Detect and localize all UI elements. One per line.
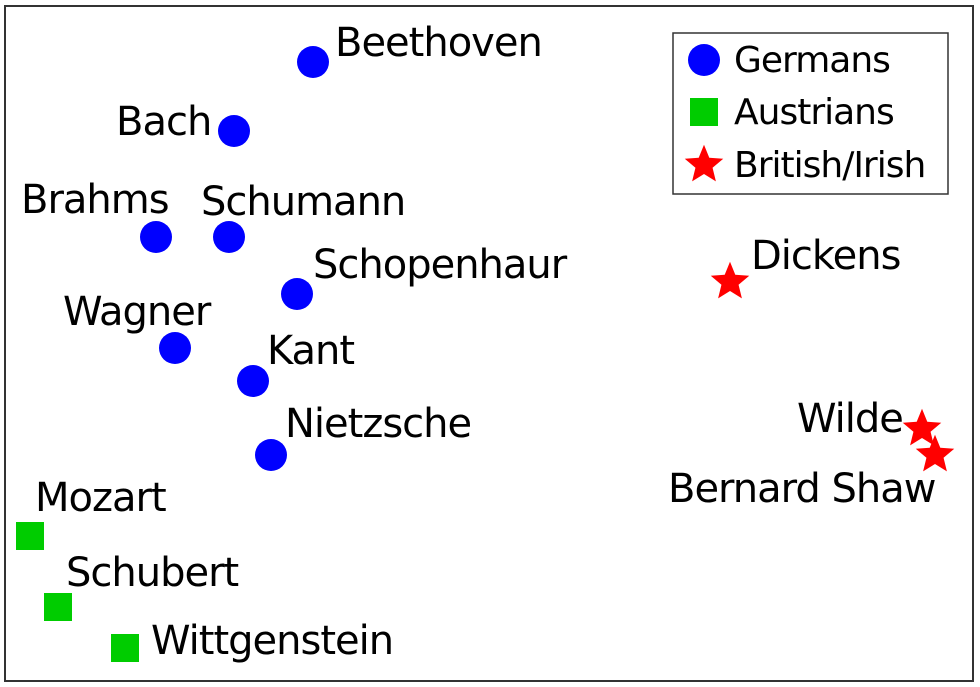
- label-dickens: Dickens: [751, 233, 900, 279]
- label-wilde: Wilde: [797, 396, 903, 442]
- label-wittgenstein: Wittgenstein: [151, 618, 393, 664]
- label-kant: Kant: [267, 328, 354, 374]
- point-mozart: [16, 522, 44, 550]
- point-schumann: [213, 221, 245, 253]
- point-dickens: [710, 261, 750, 299]
- label-schubert: Schubert: [66, 550, 239, 596]
- label-wagner: Wagner: [63, 289, 212, 335]
- label-schopenhaur: Schopenhaur: [313, 242, 568, 288]
- point-brahms: [140, 221, 172, 253]
- point-wittgenstein: [111, 634, 139, 662]
- point-wagner: [159, 332, 191, 364]
- legend-label-british-irish: British/Irish: [734, 145, 925, 186]
- points-layer: [16, 46, 955, 662]
- point-bernard-shaw: [915, 434, 955, 472]
- point-schubert: [44, 593, 72, 621]
- label-brahms: Brahms: [21, 177, 169, 223]
- point-kant: [237, 365, 269, 397]
- label-bernard-shaw: Bernard Shaw: [668, 466, 936, 512]
- legend-item-austrians: Austrians: [690, 92, 895, 133]
- legend-item-british-irish: British/Irish: [684, 144, 926, 186]
- legend-marker-austrians: [690, 98, 718, 126]
- legend-marker-germans: [688, 44, 720, 76]
- label-nietzsche: Nietzsche: [285, 401, 471, 447]
- legend-marker-british-irish: [684, 144, 724, 182]
- legend-item-germans: Germans: [688, 40, 891, 81]
- legend-label-germans: Germans: [734, 40, 890, 81]
- legend-label-austrians: Austrians: [734, 92, 894, 133]
- label-schumann: Schumann: [201, 179, 405, 225]
- label-beethoven: Beethoven: [335, 20, 542, 66]
- point-beethoven: [297, 46, 329, 78]
- label-mozart: Mozart: [35, 475, 166, 521]
- point-nietzsche: [255, 439, 287, 471]
- point-wilde: [902, 408, 942, 446]
- point-bach: [218, 115, 250, 147]
- point-schopenhaur: [281, 278, 313, 310]
- label-bach: Bach: [116, 99, 211, 145]
